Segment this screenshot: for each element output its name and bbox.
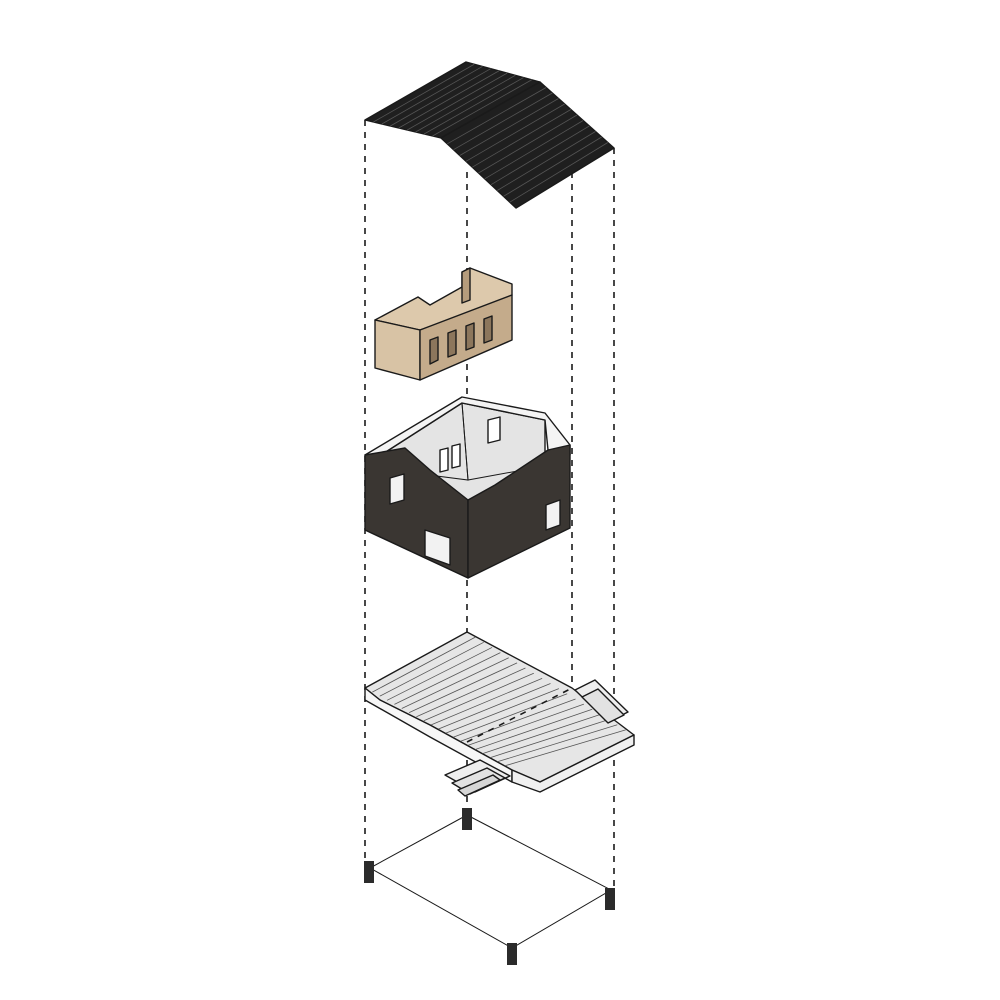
- hatch-line: [398, 70, 500, 129]
- hatch-line: [459, 98, 559, 156]
- wall-front-right: [467, 444, 571, 579]
- inner-window: [487, 416, 501, 444]
- hatch-line: [445, 688, 559, 734]
- pier-right: [605, 888, 615, 910]
- door-opening: [424, 529, 451, 566]
- hatch-line: [490, 125, 590, 186]
- pier-front-left: [364, 861, 374, 883]
- hatch-line: [423, 672, 534, 722]
- hatch-line: [497, 131, 596, 191]
- hatch-line: [478, 114, 578, 174]
- hatch-line: [509, 142, 609, 203]
- side-steps: [574, 679, 629, 724]
- hatch-line: [432, 79, 532, 137]
- hatch-line: [372, 636, 476, 693]
- hatch-line: [504, 729, 626, 767]
- foundation-outline: [368, 814, 613, 949]
- hatch-line: [381, 66, 483, 125]
- walls: [364, 396, 571, 579]
- hatch-line: [438, 683, 551, 730]
- pier-back: [462, 808, 472, 830]
- floor-deck: [364, 631, 635, 797]
- hatch-line: [484, 120, 584, 180]
- pier-front: [507, 943, 517, 965]
- hatch-line: [379, 641, 484, 697]
- hatch-line: [415, 74, 516, 133]
- hatch-line: [503, 136, 602, 197]
- hatch-line: [407, 72, 508, 131]
- hatch-line: [453, 92, 553, 151]
- hatch-line: [401, 657, 509, 709]
- hatch-line: [386, 647, 493, 701]
- hatch-line: [465, 103, 565, 162]
- hatch-line: [460, 698, 576, 742]
- hatch-line: [430, 677, 543, 726]
- window-opening: [389, 473, 405, 505]
- foundation-piers: [364, 808, 615, 965]
- hatch-line: [390, 68, 491, 127]
- hatch-line: [453, 693, 568, 738]
- hatch-line: [416, 667, 526, 718]
- hatch-line: [394, 652, 501, 705]
- roof: [364, 61, 615, 209]
- interior-partition: [374, 267, 513, 381]
- partition-front: [374, 319, 421, 381]
- hatch-line: [482, 714, 601, 754]
- hatch-line: [467, 703, 585, 746]
- hatch-line: [447, 87, 547, 145]
- hatch-line: [475, 708, 593, 750]
- front-steps: [444, 759, 511, 797]
- hatch-line: [472, 109, 572, 168]
- deck-side-right: [511, 734, 635, 793]
- hatch-line: [373, 63, 475, 123]
- hatch-line: [489, 719, 610, 759]
- hatch-line: [408, 662, 518, 713]
- hatch-line: [497, 724, 618, 763]
- hatch-line: [423, 77, 524, 135]
